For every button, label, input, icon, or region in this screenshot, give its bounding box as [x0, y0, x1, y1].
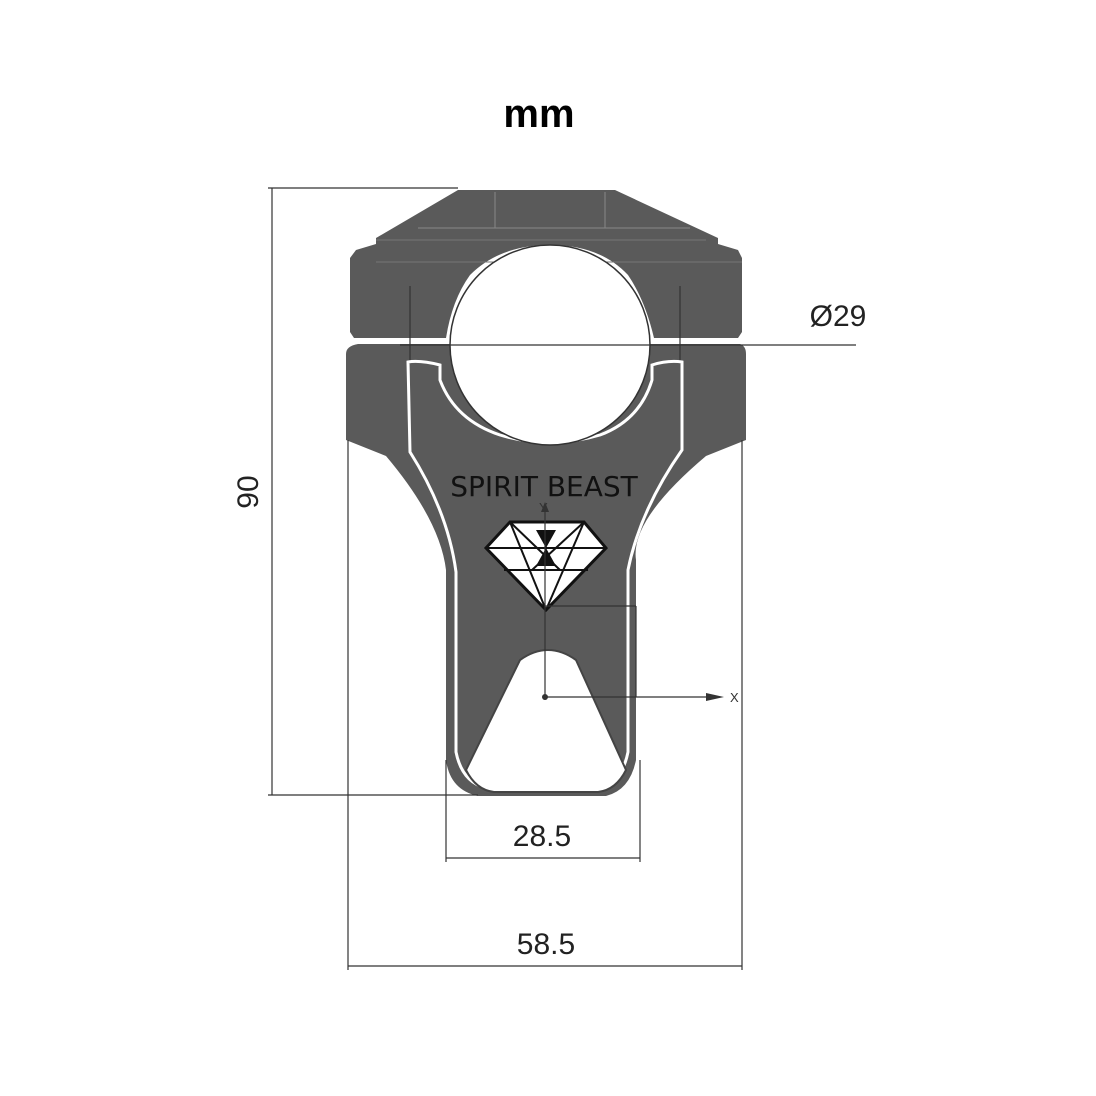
top-width-label: 58.5	[517, 928, 575, 961]
base-width-label: 28.5	[513, 820, 571, 853]
coordinate-axes	[541, 502, 724, 701]
top-width-dimension-line	[347, 440, 743, 970]
height-dimension-label: 90	[232, 475, 265, 508]
diamond-logo-icon	[483, 520, 609, 613]
y-axis-label: Y	[539, 500, 548, 515]
height-dimension-line	[268, 187, 478, 796]
base-width-dimension-line	[445, 760, 641, 862]
unit-label: mm	[503, 92, 575, 136]
bore-diameter-dimension-line	[400, 286, 856, 360]
bore-diameter-label: Ø29	[810, 300, 867, 333]
x-axis-label: X	[730, 690, 739, 705]
brand-text: SPIRIT BEAST	[450, 470, 638, 503]
